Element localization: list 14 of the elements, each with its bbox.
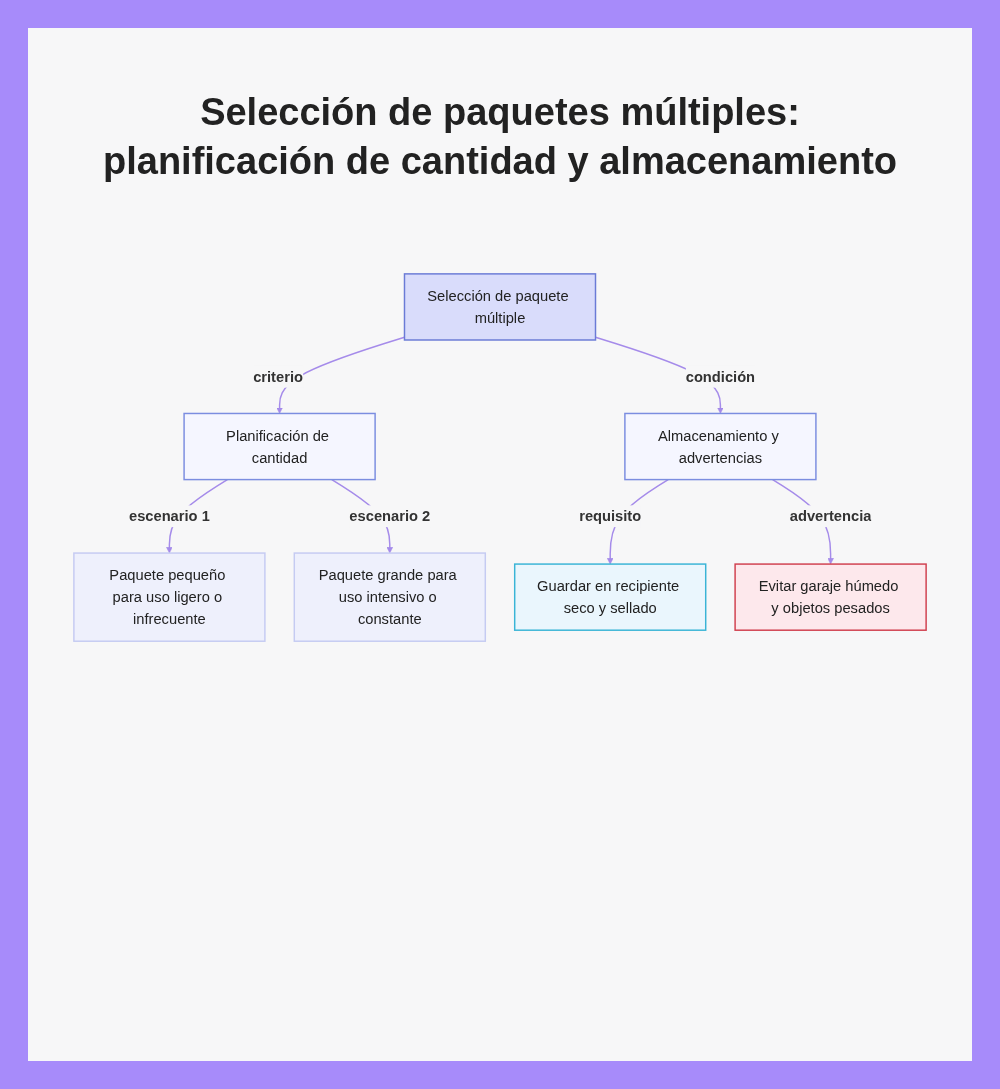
node-box: Almacenamiento y advertencias — [624, 412, 817, 481]
edge-label: condición — [685, 368, 756, 385]
edge-label: advertencia — [789, 508, 872, 525]
node-box: Paquete pequeño para uso ligero o infrecuente — [73, 552, 266, 642]
node-box: Guardar en recipiente seco y sellado — [513, 563, 707, 631]
edge-label: requisito — [579, 508, 642, 525]
node-box: Selección de paquete múltiple — [403, 273, 597, 341]
edge-label: criterio — [253, 368, 303, 385]
node-box: Planificación de cantidad — [183, 412, 376, 481]
edge-label: escenario 2 — [349, 508, 431, 525]
node-box: Paquete grande para uso intensivo o constante — [293, 552, 487, 642]
title: Selección de paquetes múltiples: planificación de cantidad y almacenamiento — [102, 90, 898, 185]
edge-label: escenario 1 — [128, 508, 210, 525]
node-box: Evitar garaje húmedo y objetos pesados — [734, 563, 927, 631]
